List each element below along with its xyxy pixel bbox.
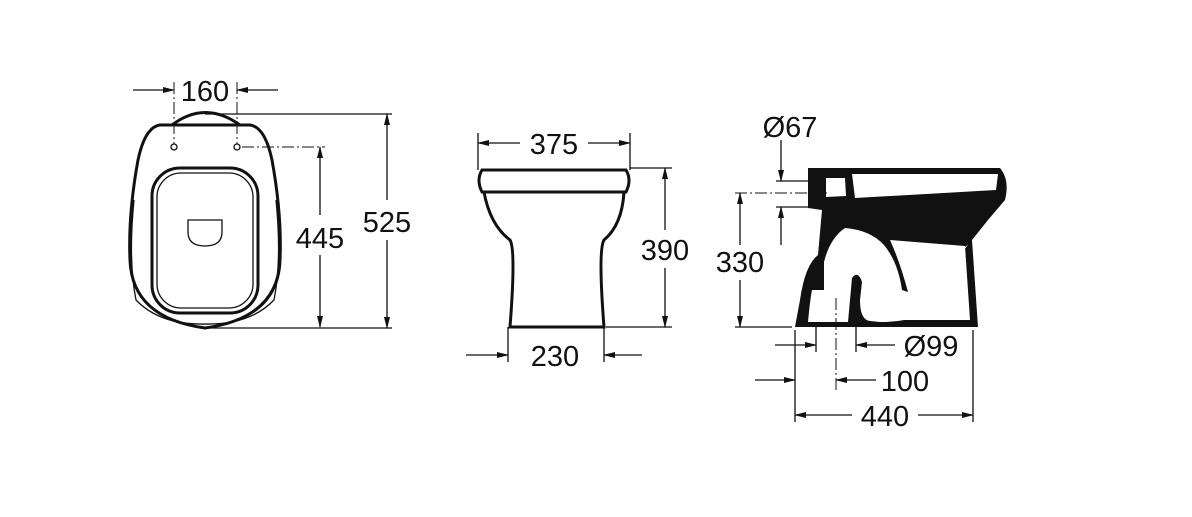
bowl-interior [852, 174, 998, 198]
dim-height: 390 [641, 235, 689, 267]
trapway-interior [808, 228, 970, 322]
dim-hole-to-front: 445 [296, 223, 344, 255]
flush-opening [187, 219, 223, 247]
side-view: Ø67 330 Ø99 100 440 [716, 112, 1007, 433]
bowl-rim-front [477, 168, 631, 194]
seat-lid-hinge-cover [171, 111, 241, 127]
pedestal-front [482, 191, 626, 329]
hinge-hole-left [170, 143, 178, 151]
dim-inlet-diameter: Ø67 [763, 112, 818, 144]
seat-opening [150, 166, 260, 315]
hinge-hole-right [233, 143, 241, 151]
dim-overall-depth: 440 [861, 401, 909, 433]
top-view: 160 445 525 [128, 76, 411, 330]
dim-outlet-diameter: Ø99 [904, 331, 959, 363]
dim-base-width: 230 [531, 341, 579, 373]
front-view: 375 390 230 [466, 129, 689, 373]
dim-hole-spacing: 160 [181, 76, 229, 108]
seat-inner-line [156, 172, 254, 309]
dim-top-width: 375 [530, 129, 578, 161]
dim-outlet-offset: 100 [881, 366, 929, 398]
dim-inlet-height: 330 [716, 247, 764, 279]
dim-overall-length: 525 [363, 207, 411, 239]
bowl-rim-line [130, 199, 280, 325]
